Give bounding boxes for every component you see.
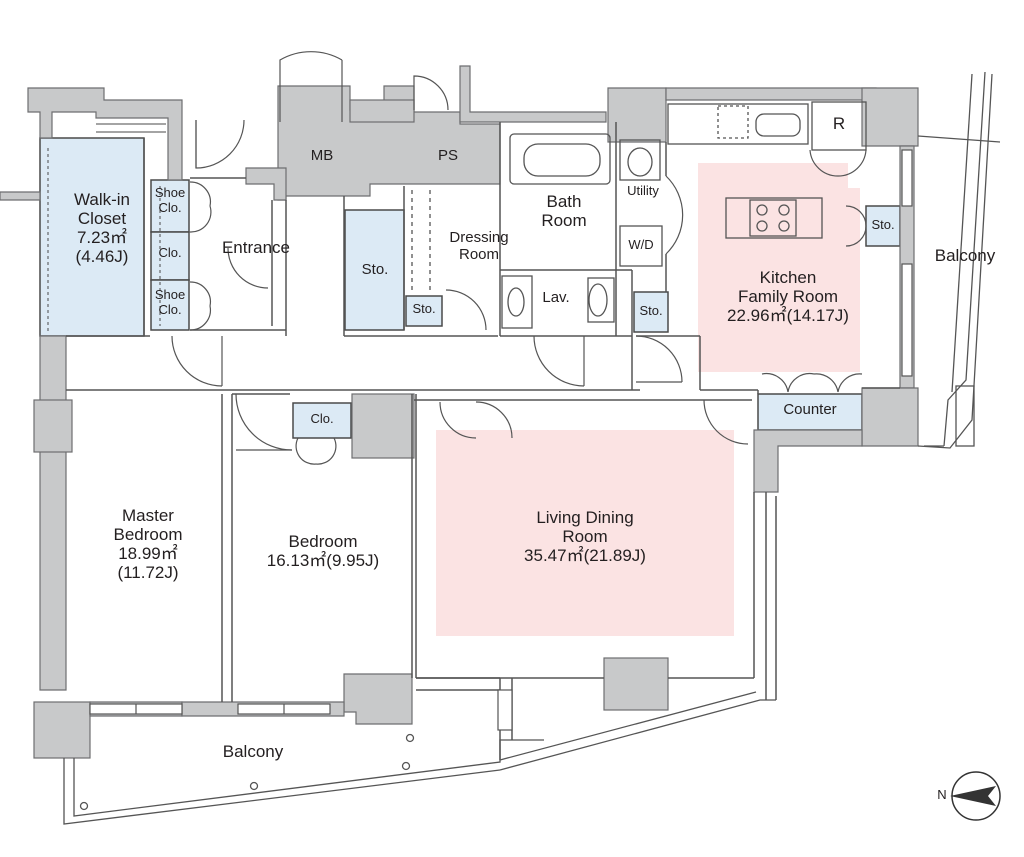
sto-hall-label: Sto. [361, 261, 389, 278]
sto-kitchen-label: Sto. [871, 217, 895, 232]
sto-dressing-label: Sto. [412, 301, 436, 316]
bath-room-label: Bath Room [541, 192, 587, 231]
kitchen-highlight [698, 163, 860, 372]
entrance-label: Entrance [221, 238, 291, 257]
wall-top-left [27, 87, 183, 181]
wall-mb-pillar [349, 99, 415, 123]
balconies [63, 71, 1001, 825]
walk-in-closet-label: Walk-in Closet 7.23㎡ (4.46J) [73, 190, 131, 267]
column-counter [861, 387, 919, 447]
wall-kitchen-top [665, 87, 877, 101]
dressing-room-label: Dressing Room [449, 229, 509, 263]
shoe-closet-2 [150, 279, 190, 331]
interior-lines [66, 122, 900, 760]
washer-dryer-box [619, 225, 663, 267]
wall-entrance-shaft [245, 167, 287, 201]
dishwasher [717, 105, 749, 139]
counter-area [757, 393, 863, 431]
lav-label: Lav. [542, 289, 570, 306]
windows [89, 149, 913, 731]
kitchen-family-label: Kitchen Family Room 22.96㎡(14.17J) [727, 268, 849, 326]
living-dining-label: Living Dining Room 35.47㎡(21.89J) [524, 508, 646, 566]
walk-in-closet-area [39, 137, 145, 337]
shoe-closet-1-label: Shoe Clo. [154, 185, 186, 215]
utility-sink [619, 139, 661, 181]
bedroom-closet-label: Clo. [310, 411, 334, 426]
kitchen-sink [755, 113, 801, 137]
kitchen-storage [865, 205, 901, 247]
bathtub [509, 133, 611, 185]
bedroom-closet [292, 402, 352, 439]
bedroom-label: Bedroom 16.13㎡(9.95J) [266, 532, 380, 571]
living-dining-highlight [436, 430, 734, 636]
doors [171, 51, 867, 465]
master-bedroom-label: Master Bedroom 18.99㎡ (11.72J) [113, 506, 183, 583]
walls [0, 65, 919, 759]
kitchen-counter-top [667, 103, 809, 145]
mb-label: MB [310, 147, 334, 164]
lavatory-storage [633, 291, 669, 333]
hall-storage [344, 209, 405, 331]
wd-label: W/D [628, 237, 654, 252]
vanity-sink [501, 275, 533, 329]
compass-icon [950, 771, 1001, 821]
balcony-right-label: Balcony [934, 246, 996, 265]
column-bottom-mid [343, 673, 413, 725]
wall-left-exterior [39, 335, 67, 691]
entrance-closet-label: Clo. [158, 245, 182, 260]
column-bedroom [351, 393, 415, 459]
compass-label: N [937, 787, 947, 802]
utility-label: Utility [627, 183, 659, 198]
wall-entrance-left [0, 191, 41, 201]
column-left-bottom [33, 701, 91, 759]
fixtures [411, 101, 867, 329]
wall-bath-top [459, 65, 607, 123]
ps-label: PS [437, 147, 458, 164]
cooktop [749, 199, 797, 237]
kitchen-island [725, 197, 823, 239]
column-living-bottom [603, 657, 669, 711]
closet-rails [47, 123, 346, 332]
storage-areas [39, 137, 901, 439]
dressing-storage [405, 295, 443, 327]
column-left-mid [33, 399, 73, 453]
shoe-closet-2-label: Shoe Clo. [154, 287, 186, 317]
sto-lav-label: Sto. [639, 303, 663, 318]
counter-label: Counter [783, 401, 837, 418]
wall-lower-right [753, 429, 863, 493]
refrigerator-box [811, 101, 867, 151]
toilet [587, 277, 615, 323]
refrigerator-label: R [832, 114, 846, 133]
balcony-bottom-label: Balcony [222, 742, 284, 761]
column-kitchen-top-right [861, 87, 919, 147]
